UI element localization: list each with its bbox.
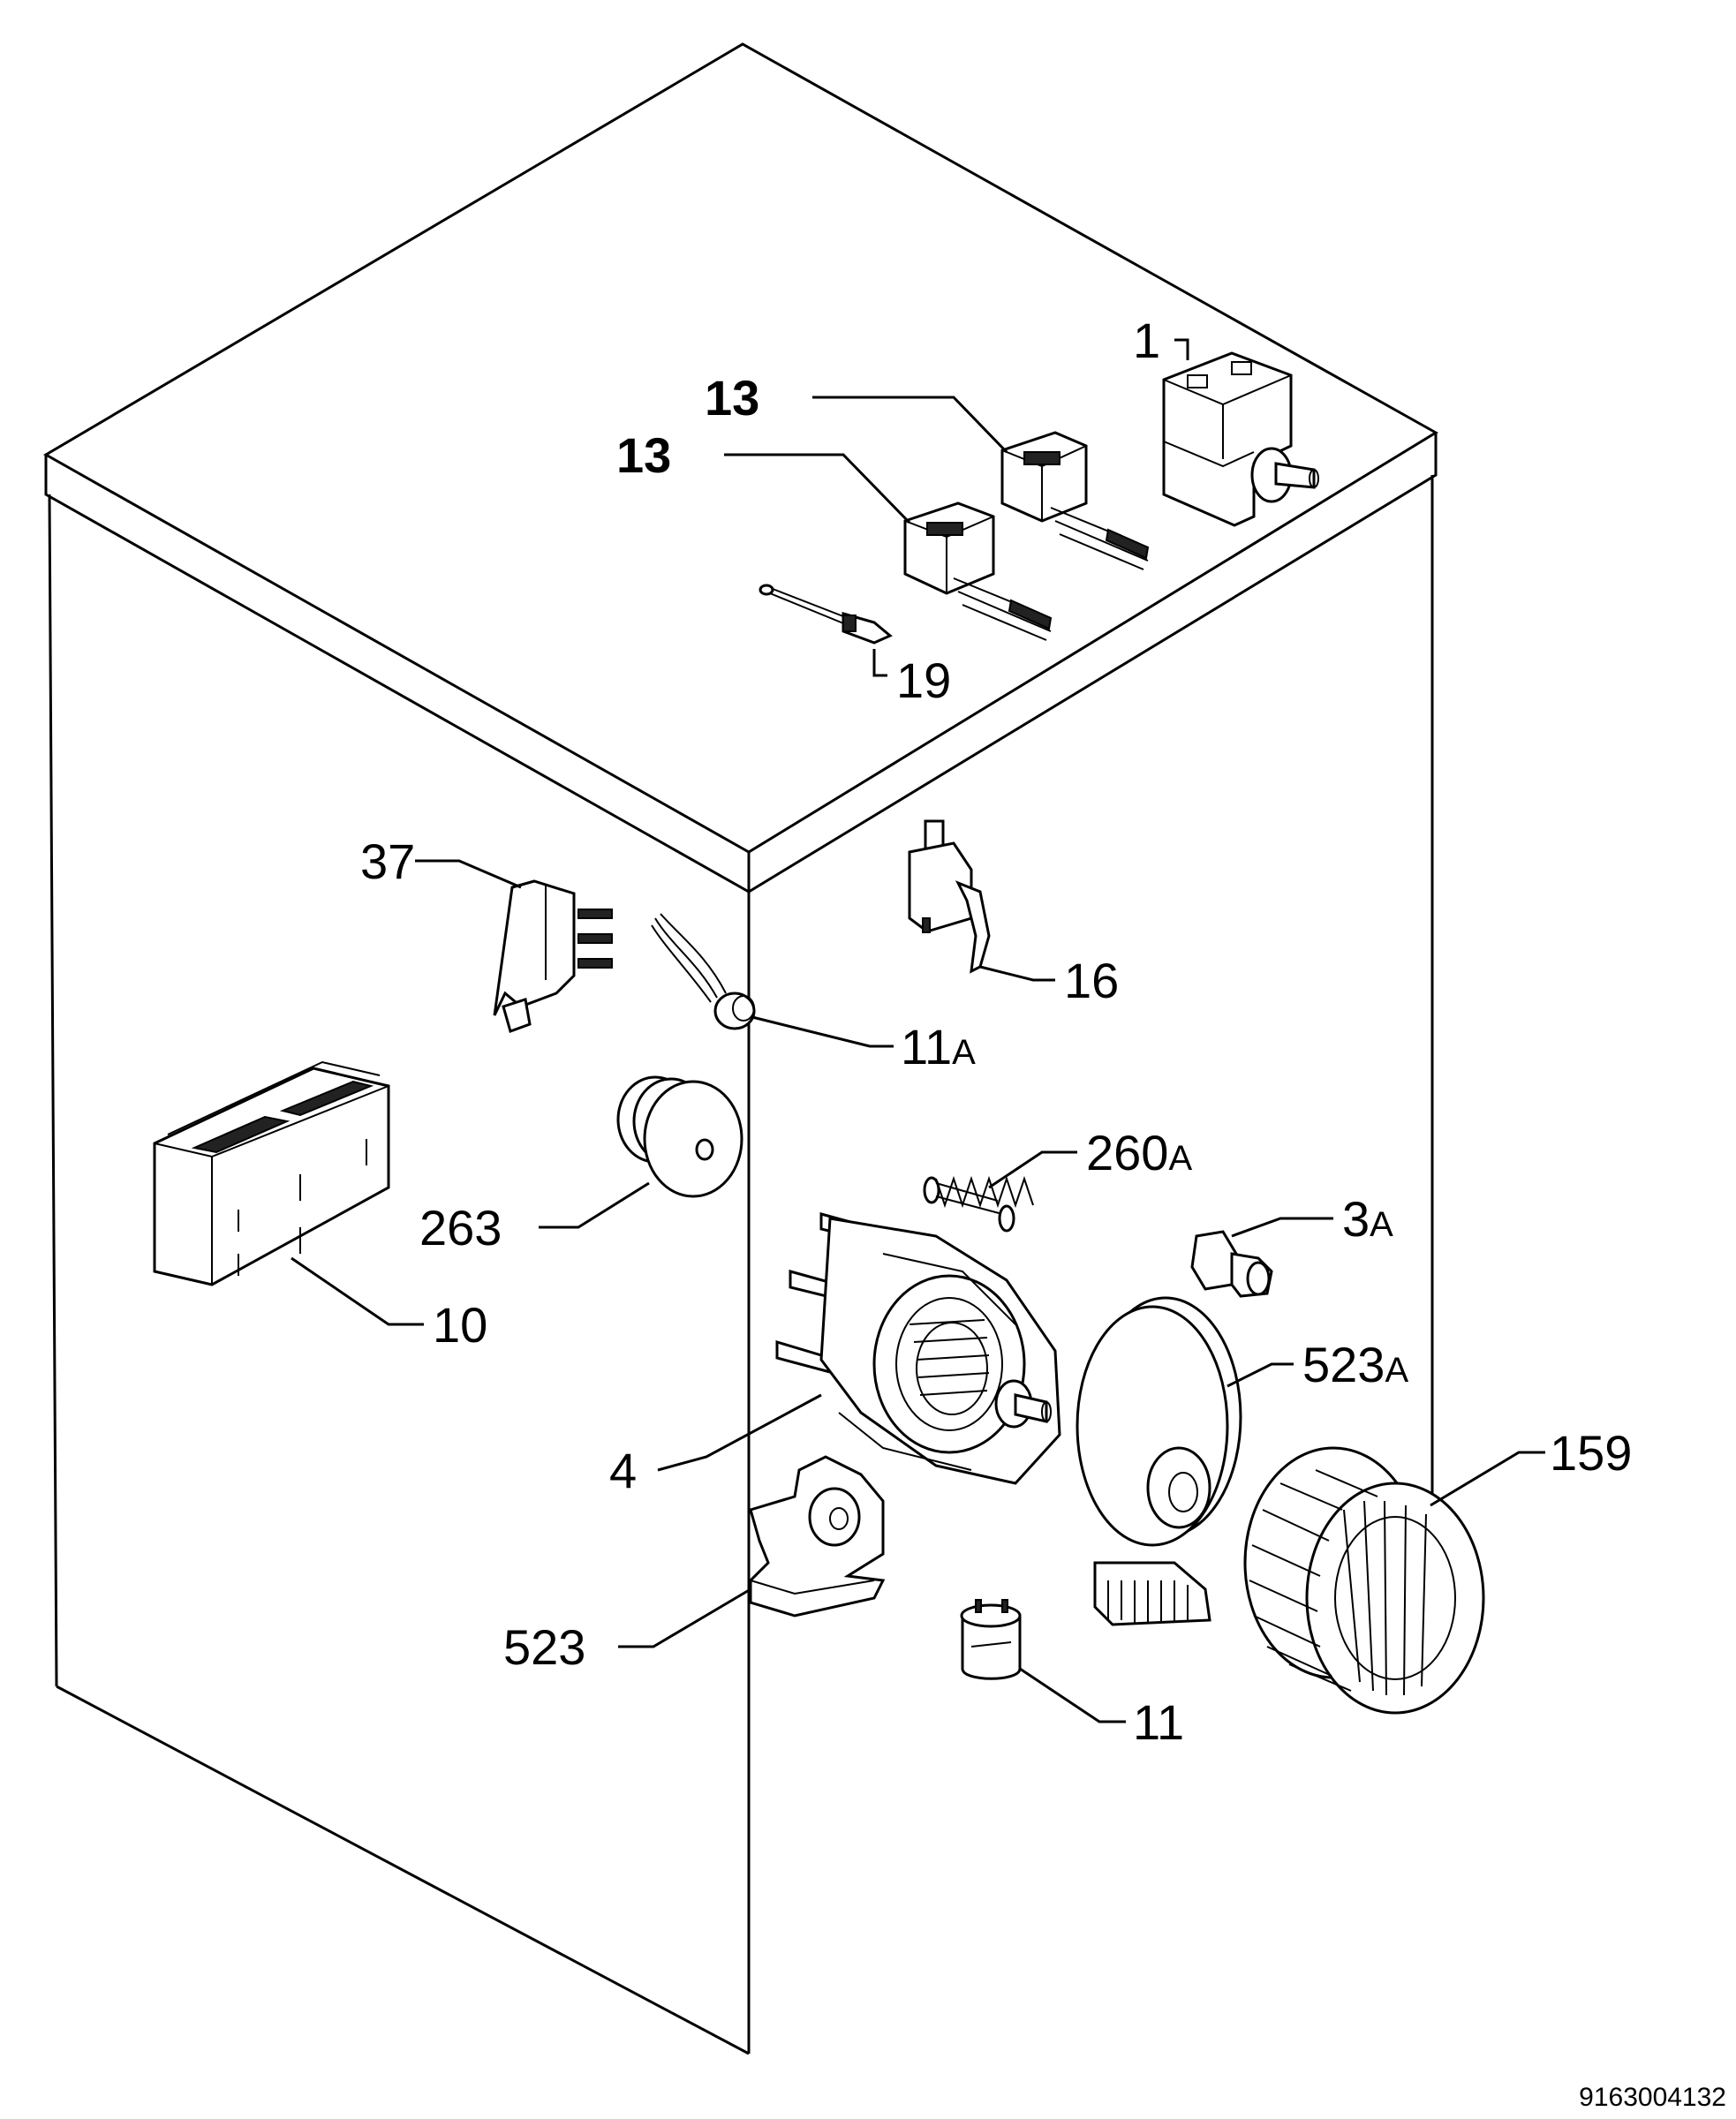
- part-263-pulley[interactable]: [616, 1075, 743, 1198]
- part-4-motor[interactable]: [775, 1212, 1061, 1485]
- callout-11: 11: [1019, 1667, 1184, 1750]
- part-37-connector-block[interactable]: [493, 879, 613, 1033]
- part-11-capacitor[interactable]: [960, 1599, 1022, 1680]
- label-37: 37: [360, 833, 415, 889]
- label-13-upper: 13: [705, 370, 759, 426]
- callout-159: 159: [1430, 1425, 1632, 1507]
- callout-13-upper: 13: [705, 370, 1008, 454]
- label-260a: 260A: [1086, 1125, 1192, 1180]
- part-16-micro-switch[interactable]: [908, 819, 991, 974]
- callout-11a: 11A: [751, 1015, 976, 1075]
- callout-16: 16: [979, 953, 1119, 1008]
- label-19: 19: [896, 652, 951, 708]
- label-13-lower: 13: [616, 427, 671, 483]
- label-16: 16: [1064, 953, 1119, 1008]
- label-159: 159: [1550, 1425, 1632, 1481]
- label-523: 523: [503, 1619, 585, 1675]
- part-523a-fan-cover[interactable]: [1076, 1296, 1242, 1626]
- part-19-thermal-probe[interactable]: [759, 584, 893, 645]
- callout-260a: 260A: [988, 1125, 1192, 1189]
- part-523-bracket[interactable]: [749, 1455, 886, 1618]
- callout-37: 37: [360, 833, 522, 889]
- label-523a: 523A: [1302, 1337, 1408, 1392]
- label-10: 10: [433, 1297, 487, 1353]
- callout-13-lower: 13: [616, 427, 911, 524]
- part-3a-connector[interactable]: [1190, 1230, 1273, 1298]
- callout-3a: 3A: [1231, 1191, 1393, 1247]
- callout-523: 523: [503, 1587, 751, 1675]
- label-11: 11: [1133, 1694, 1184, 1750]
- part-13-switch-lower[interactable]: [903, 501, 1053, 641]
- diagram-code: 9163004132: [1579, 2083, 1726, 2112]
- part-13-switch-upper[interactable]: [1000, 431, 1150, 570]
- label-4: 4: [609, 1443, 637, 1498]
- callout-523a: 523A: [1227, 1337, 1408, 1392]
- label-3a: 3A: [1342, 1191, 1393, 1247]
- label-11a: 11A: [901, 1019, 976, 1075]
- label-1: 1: [1133, 313, 1160, 368]
- callout-263: 263: [419, 1181, 650, 1256]
- callout-10: 10: [291, 1256, 487, 1353]
- cabinet-outline: [42, 42, 1438, 2055]
- label-263: 263: [419, 1200, 502, 1256]
- part-260a-spring[interactable]: [923, 1175, 1034, 1233]
- part-1-program-selector[interactable]: [1162, 351, 1319, 527]
- callout-19: 19: [872, 649, 951, 708]
- part-159-fan-wheel[interactable]: [1243, 1446, 1485, 1715]
- part-10-electronic-module[interactable]: [153, 1060, 390, 1286]
- callout-4: 4: [609, 1393, 822, 1498]
- callout-1: 1: [1133, 313, 1189, 368]
- part-11a-capacitor-wired[interactable]: [651, 913, 756, 1030]
